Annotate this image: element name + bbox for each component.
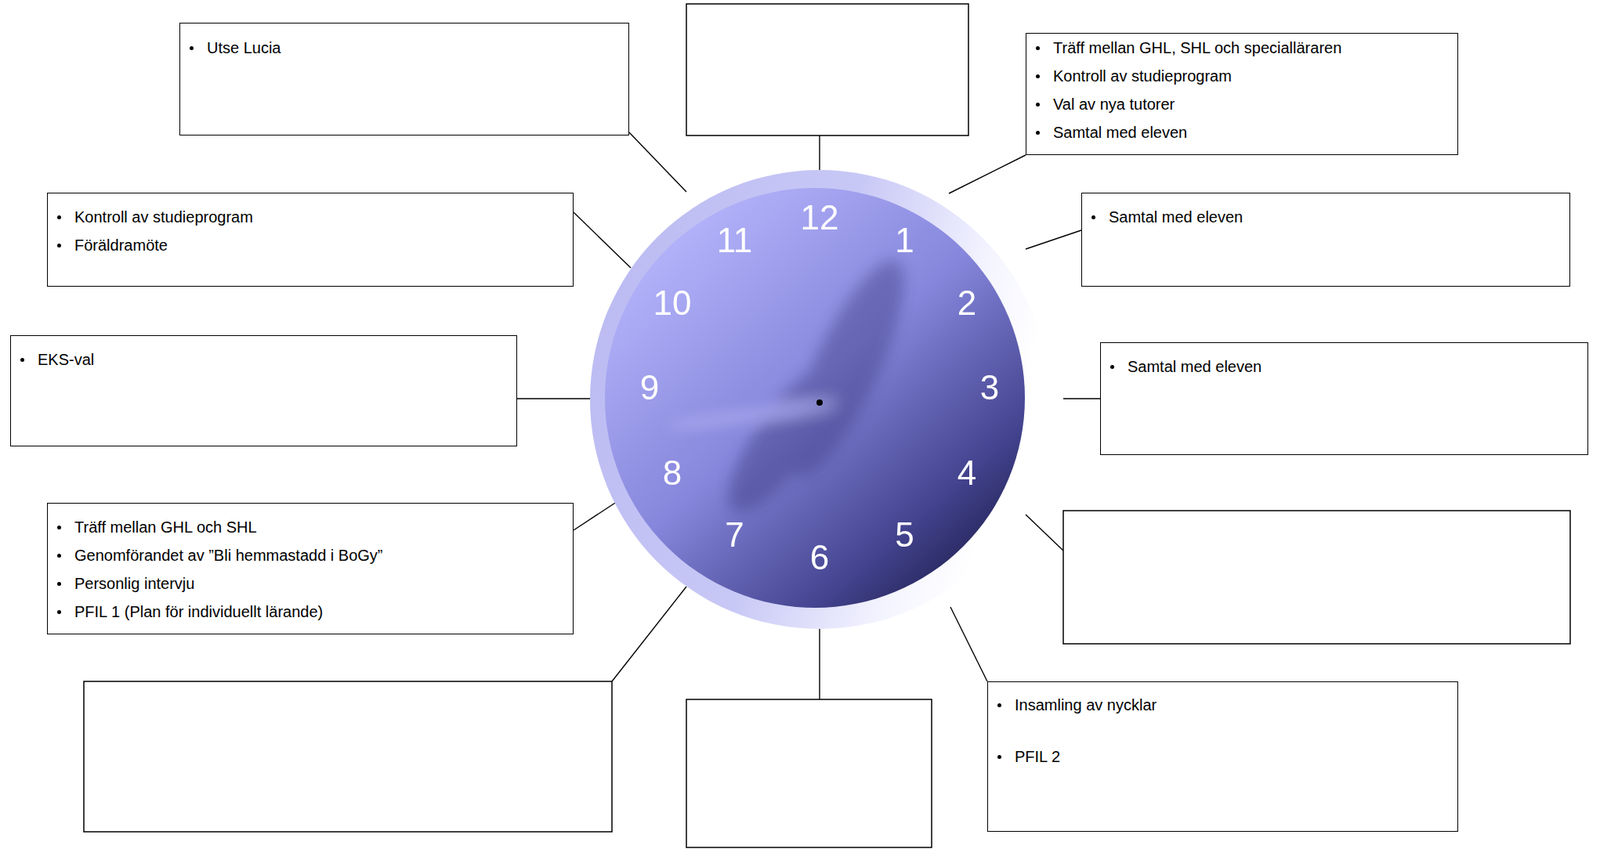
item-text: Träff mellan GHL och SHL [74,516,258,539]
bullet-dot [1091,215,1096,220]
text-box: Kontroll av studieprogramFöräldramöte [47,192,574,287]
bullet-row: Kontroll av studieprogram [1035,65,1447,87]
bullet-row: Samtal med eleven [1091,206,1559,229]
bullet-row: PFIL 2 [997,745,1447,768]
bullet-dot [1035,130,1040,135]
item-text: Genomförandet av ”Bli hemmastadd i BoGy” [74,544,384,567]
clock-face [604,188,1025,609]
clock-pivot [816,399,823,406]
item-text: PFIL 1 (Plan för individuellt lärande) [74,600,323,623]
bullet-row: Utse Lucia [189,36,618,59]
bullet-dot [997,703,1002,708]
bullet-dot [997,755,1002,760]
bullet-dot [1035,102,1040,107]
clock-number: 12 [800,199,840,237]
item-text: EKS-val [37,348,95,371]
bullet-row: Val av nya tutorer [1035,93,1447,116]
clock-number: 9 [640,369,659,407]
bullet-row: PFIL 1 (Plan för individuellt lärande) [57,600,562,623]
clock-number: 7 [724,516,744,554]
clock-number: 11 [716,221,753,260]
clock-number: 10 [653,284,692,323]
item-text: Samtal med eleven [1108,206,1243,229]
bullet-row: Genomförandet av ”Bli hemmastadd i BoGy” [57,544,562,567]
bullet-dot [57,582,62,587]
clock-ring [590,170,1050,630]
bullet-dot [1035,74,1040,79]
bullet-dot [1110,365,1115,370]
clock-number: 4 [957,454,977,493]
bullet-row: Samtal med eleven [1110,355,1577,378]
text-box: EKS-val [10,335,518,447]
bullet-row: Insamling av nycklar [997,694,1447,717]
item-text: Val av nya tutorer [1053,93,1175,116]
item-text: PFIL 2 [1014,745,1061,768]
bullet-row: Personlig intervju [57,572,562,595]
text-box: Insamling av nycklarPFIL 2 [987,681,1459,833]
clock-number: 8 [662,454,682,493]
text-box: Samtal med eleven [1100,342,1589,456]
bullet-dot [1035,46,1040,51]
text-box: Träff mellan GHL, SHL och specialläraren… [1025,32,1459,156]
bullet-dot [57,215,62,220]
bullet-row: EKS-val [20,348,506,371]
clock-number: 2 [957,284,977,323]
bullet-row: Kontroll av studieprogram [57,206,562,229]
text-box: Träff mellan GHL och SHL Genomförandet av… [47,503,574,635]
clock-number: 6 [810,539,829,577]
leader-lines [517,132,1101,700]
text-box: Samtal med eleven [1081,192,1571,287]
item-text: Kontroll av studieprogram [1053,65,1232,87]
item-text: Insamling av nycklar [1014,694,1157,717]
bullet-dot [20,358,25,362]
item-text: Personlig intervju [74,572,195,595]
text-box: Utse Lucia [179,22,630,136]
bullet-row: Träff mellan GHL och SHL [57,516,562,539]
bullet-row: Samtal med eleven [1035,121,1447,144]
clock-number: 1 [894,221,914,260]
item-text: Samtal med eleven [1053,121,1188,144]
item-text: Utse Lucia [206,36,282,59]
bullet-dot [57,553,62,558]
bullet-dot [189,46,194,51]
bullet-dot [57,610,62,615]
item-text: Samtal med eleven [1127,355,1262,378]
clock-number: 3 [980,369,1000,407]
item-text: Träff mellan GHL, SHL och specialläraren [1053,36,1342,59]
bullet-row: Träff mellan GHL, SHL och specialläraren [1035,36,1447,59]
hand-shadow [666,248,925,525]
bullet-dot [57,243,62,248]
clock-number: 5 [894,516,914,554]
bullet-row: Föräldramöte [57,234,562,257]
item-text: Kontroll av studieprogram [74,206,254,229]
bullet-dot [57,525,62,530]
item-text: Föräldramöte [74,234,168,257]
